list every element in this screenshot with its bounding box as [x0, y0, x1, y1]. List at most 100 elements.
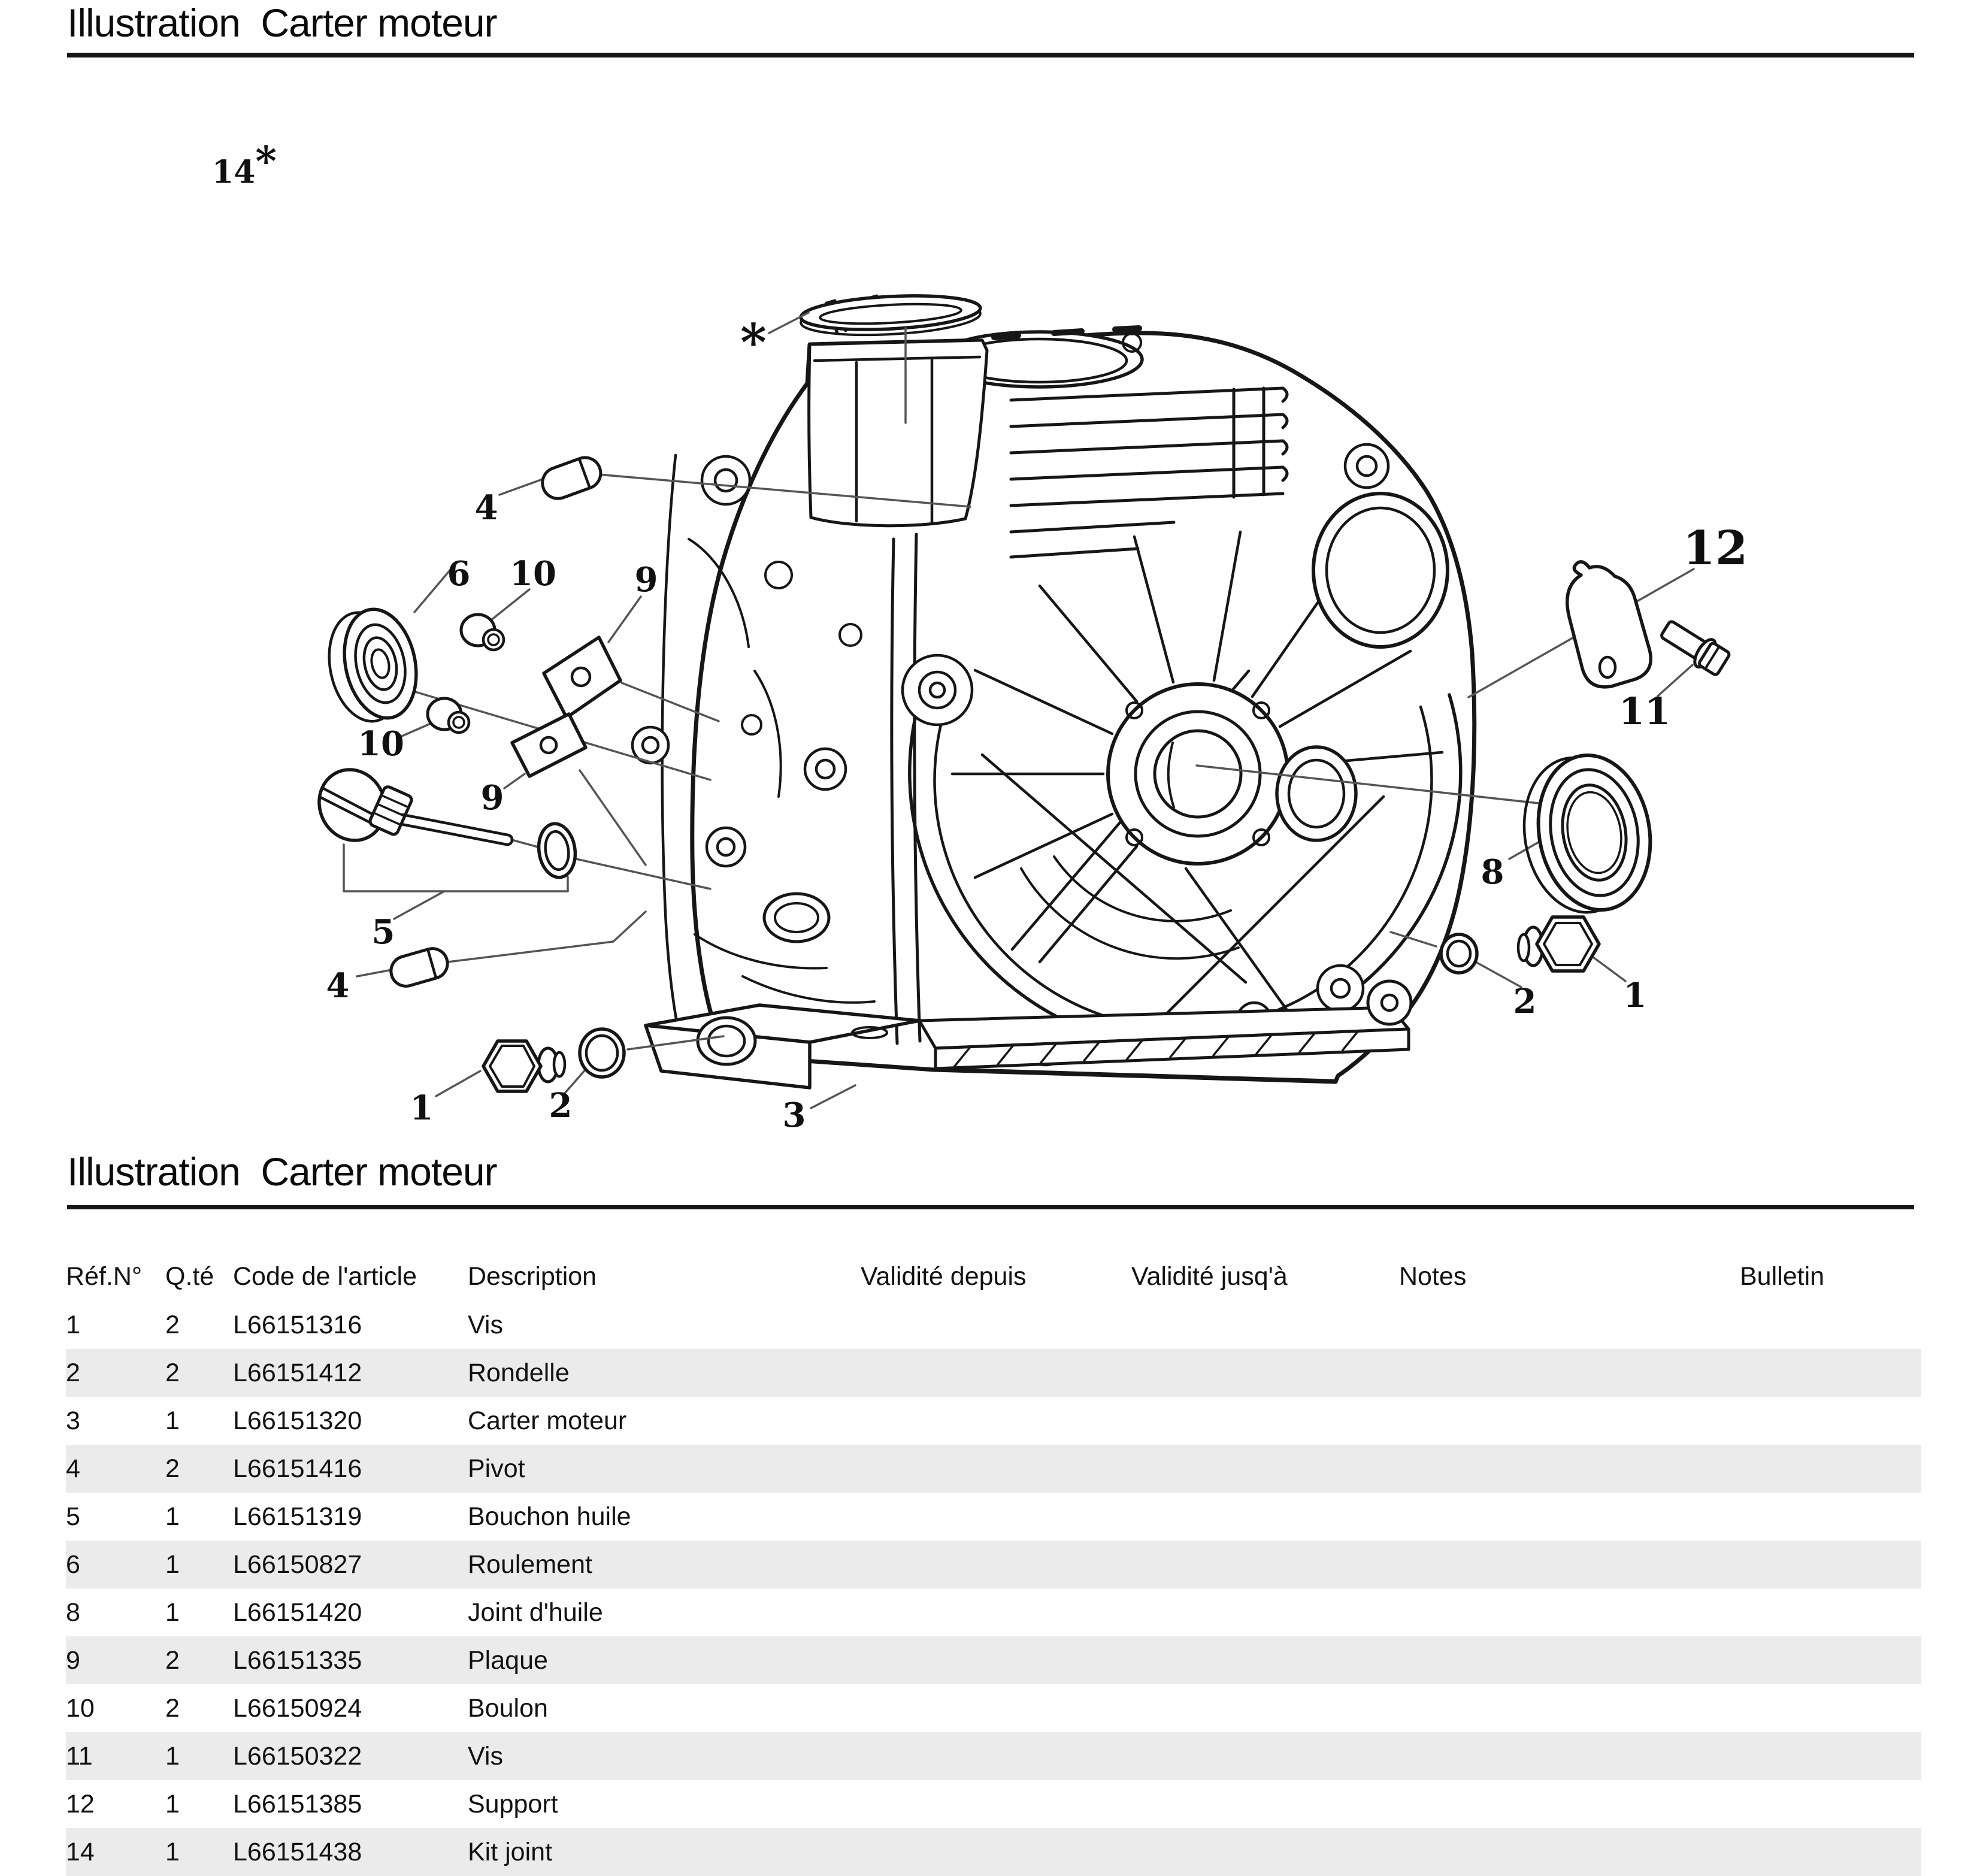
table-row: 12 1 L66151385 Support	[66, 1780, 1921, 1828]
valid-to-cell	[1131, 1636, 1399, 1684]
valid-to-cell	[1131, 1780, 1399, 1828]
bulletin-cell	[1740, 1828, 1921, 1876]
qty-cell: 2	[165, 1454, 180, 1483]
pivot-pin-top	[541, 456, 603, 500]
valid-from-cell	[861, 1493, 1131, 1541]
ref-cell: 5	[66, 1502, 80, 1531]
callout-3: 3	[782, 1096, 806, 1135]
code-cell: L66151438	[233, 1837, 362, 1866]
asterisk-icon: *	[255, 138, 277, 186]
ref-cell: 1	[66, 1310, 80, 1339]
plate-part-top	[542, 636, 622, 719]
valid-to-cell	[1131, 1684, 1399, 1732]
qty-cell: 1	[165, 1502, 180, 1531]
column-header-valid-from: Validité depuis	[861, 1261, 1027, 1291]
ref-cell: 4	[66, 1454, 80, 1483]
column-header-notes: Notes	[1399, 1261, 1467, 1291]
table-row: 10 2 L66150924 Boulon	[66, 1684, 1921, 1732]
code-cell: L66151412	[233, 1358, 362, 1387]
oil-seal-part	[1522, 753, 1652, 914]
oring-part	[537, 822, 577, 879]
notes-cell	[1399, 1301, 1740, 1349]
callout-14-number: 14	[212, 154, 256, 190]
callout-5: 5	[371, 912, 395, 952]
bulletin-cell	[1740, 1780, 1921, 1828]
washer-left	[578, 1027, 626, 1079]
code-cell: L66151416	[233, 1454, 362, 1483]
column-header-valid-to: Validité jusq'à	[1131, 1261, 1288, 1291]
crankcase-body-illustration	[631, 294, 1477, 1090]
table-row: 9 2 L66151335 Plaque	[66, 1636, 1921, 1684]
callout-4-top: 4	[474, 488, 498, 528]
table-row: 11 1 L66150322 Vis	[66, 1732, 1921, 1780]
notes-cell	[1399, 1445, 1740, 1493]
support-bracket-part	[1566, 560, 1653, 689]
notes-cell	[1399, 1493, 1740, 1541]
bulletin-cell	[1740, 1493, 1921, 1541]
valid-to-cell	[1131, 1493, 1399, 1541]
notes-cell	[1399, 1636, 1740, 1684]
ref-cell: 3	[66, 1406, 80, 1435]
table-row: 8 1 L66151420 Joint d'huile	[66, 1588, 1921, 1636]
notes-cell	[1399, 1588, 1740, 1636]
code-cell: L66151385	[233, 1789, 362, 1818]
ref-cell: 2	[66, 1358, 80, 1387]
bulletin-cell	[1740, 1636, 1921, 1684]
bulletin-cell	[1740, 1732, 1921, 1780]
notes-cell	[1399, 1828, 1740, 1876]
valid-to-cell	[1131, 1445, 1399, 1493]
desc-cell: Bouchon huile	[468, 1502, 631, 1531]
column-header-desc: Description	[468, 1261, 597, 1291]
flange-bolt-part	[1660, 620, 1731, 676]
callout-12: 12	[1682, 521, 1748, 576]
bulletin-cell	[1740, 1445, 1921, 1493]
parts-table-header: Réf.N° Q.té Code de l'article Descriptio…	[66, 1252, 1921, 1301]
column-header-qty: Q.té	[165, 1261, 214, 1291]
case-openings	[762, 492, 1449, 943]
valid-to-cell	[1131, 1349, 1399, 1397]
valid-from-cell	[861, 1780, 1131, 1828]
drain-plug-left	[482, 1039, 567, 1093]
ref-cell: 10	[66, 1693, 95, 1723]
callout-6: 6	[447, 554, 471, 594]
desc-cell: Vis	[468, 1310, 503, 1339]
crankshaft-hub	[1106, 682, 1289, 866]
ref-cell: 6	[66, 1550, 80, 1579]
asterisk-marker-icon: *	[740, 313, 767, 372]
bulletin-cell	[1740, 1301, 1921, 1349]
valid-to-cell	[1131, 1732, 1399, 1780]
callout-1-right: 1	[1623, 976, 1647, 1015]
callout-4-bottom: 4	[326, 966, 350, 1006]
notes-cell	[1399, 1780, 1740, 1828]
valid-from-cell	[861, 1397, 1131, 1445]
valid-to-cell	[1131, 1541, 1399, 1588]
qty-cell: 1	[165, 1837, 180, 1866]
callout-14-kit: 14*	[212, 141, 277, 198]
parts-diagram	[317, 294, 1731, 1109]
code-cell: L66150924	[233, 1693, 362, 1723]
callout-10-lower: 10	[358, 724, 404, 764]
valid-to-cell	[1131, 1588, 1399, 1636]
callout-1-left: 1	[410, 1088, 434, 1128]
desc-cell: Pivot	[468, 1454, 525, 1483]
bolt-part-top	[459, 613, 505, 652]
qty-cell: 1	[165, 1406, 180, 1435]
qty-cell: 2	[165, 1645, 180, 1675]
valid-from-cell	[861, 1732, 1131, 1780]
leader-lines	[343, 311, 1695, 1109]
desc-cell: Vis	[468, 1741, 503, 1771]
title-rule	[67, 53, 1914, 58]
notes-cell	[1399, 1349, 1740, 1397]
desc-cell: Carter moteur	[468, 1406, 627, 1435]
callout-9-lower: 9	[480, 778, 504, 818]
section-title-rule	[67, 1205, 1914, 1209]
valid-from-cell	[861, 1828, 1131, 1876]
cylinder-fins	[1009, 386, 1289, 559]
code-cell: L66151320	[233, 1406, 362, 1435]
code-cell: L66150827	[233, 1550, 362, 1579]
code-cell: L66151335	[233, 1645, 362, 1675]
table-row: 1 2 L66151316 Vis	[66, 1301, 1921, 1349]
valid-from-cell	[861, 1541, 1131, 1588]
bulletin-cell	[1740, 1588, 1921, 1636]
bolt-part-lower	[426, 697, 471, 734]
